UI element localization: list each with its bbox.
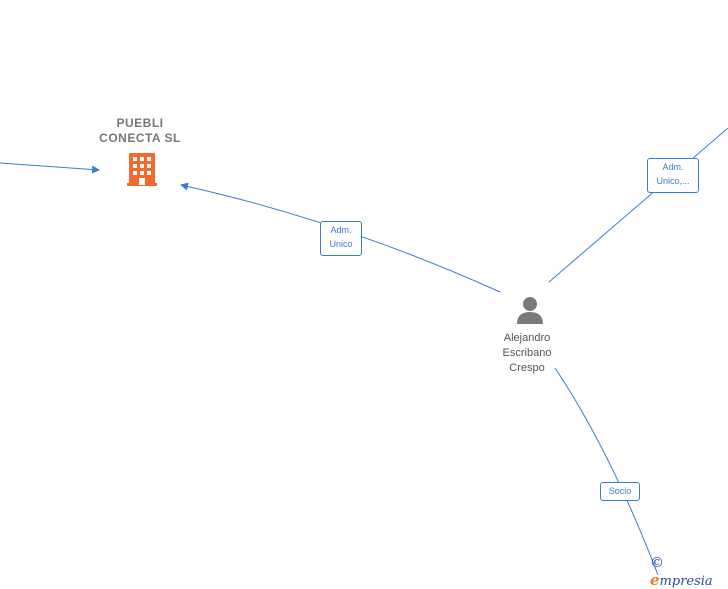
edge-label-adm-unico[interactable]: Adm. Unico: [320, 221, 362, 256]
brand-watermark: © empresia: [650, 555, 728, 589]
edge-label-socio[interactable]: Socio: [600, 482, 640, 501]
company-node-label[interactable]: PUEBLI CONECTA SL: [99, 116, 181, 145]
building-icon[interactable]: [127, 151, 159, 187]
edge-incoming-left: [0, 162, 100, 174]
copyright-icon: ©: [650, 555, 664, 571]
brand-e-logo: e: [650, 571, 660, 589]
brand-text: mpresia: [659, 574, 713, 589]
person-node-label[interactable]: Alejandro Escribano Crespo: [502, 332, 552, 374]
person-icon[interactable]: [515, 295, 545, 325]
edge-label-adm-unico-top[interactable]: Adm. Unico,...: [647, 158, 699, 193]
edge-socio: [554, 367, 659, 575]
edge-adm-unico-top: [548, 127, 728, 283]
